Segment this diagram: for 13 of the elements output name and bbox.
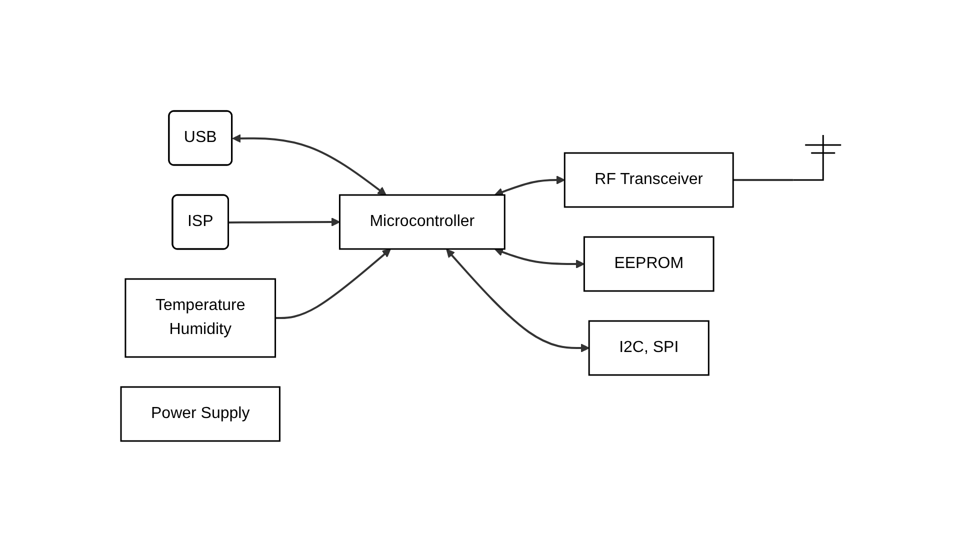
node-box: Power Supply bbox=[120, 386, 280, 442]
arrow bbox=[275, 248, 391, 319]
node-box: I2C, SPI bbox=[588, 320, 710, 376]
connector bbox=[733, 179, 794, 181]
arrow bbox=[228, 218, 340, 226]
arrow bbox=[494, 248, 585, 268]
node-box: Microcontroller bbox=[338, 194, 506, 250]
arrow bbox=[446, 248, 590, 352]
node-box: EEPROM bbox=[583, 236, 714, 292]
node-box: RF Transceiver bbox=[564, 152, 734, 208]
node-box: Temperature Humidity bbox=[124, 278, 276, 358]
arrow bbox=[494, 176, 565, 196]
arrow bbox=[232, 134, 386, 196]
